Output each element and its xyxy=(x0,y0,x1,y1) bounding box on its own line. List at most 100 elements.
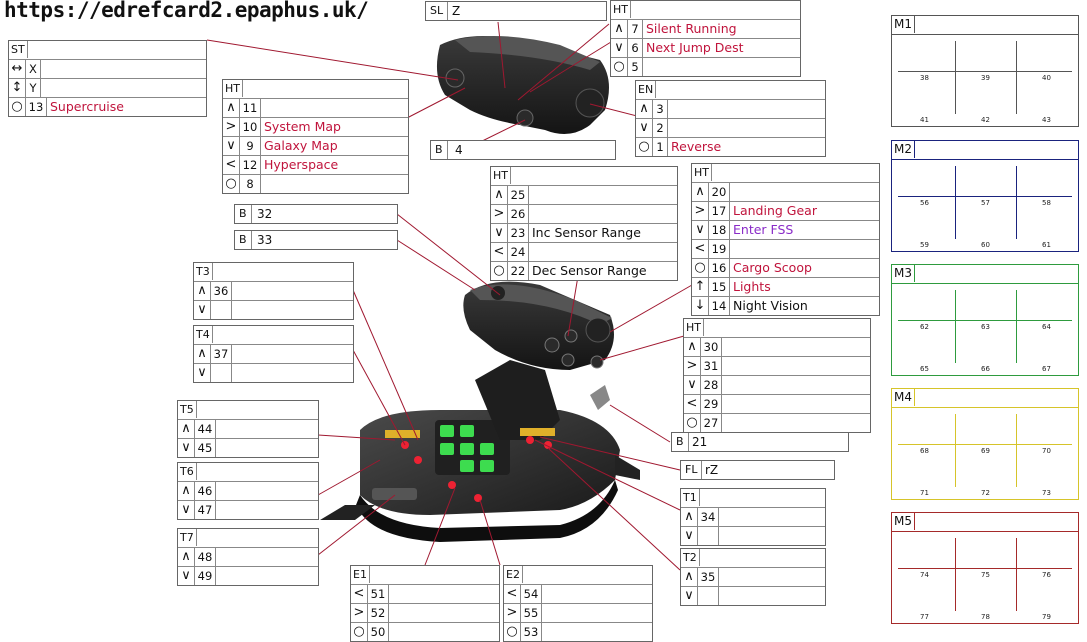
binding-number: 12 xyxy=(240,156,261,174)
binding-row: <29 xyxy=(684,395,870,414)
binding-number: 55 xyxy=(521,604,542,622)
site-url[interactable]: https://edrefcard2.epaphus.uk/ xyxy=(4,0,369,22)
binding-row: ∧35 xyxy=(681,568,825,587)
box-b33: B 33 xyxy=(234,230,398,250)
hat-right-icon: > xyxy=(684,357,701,375)
hat-down-icon: ∨ xyxy=(684,376,701,394)
mode-number: 56 xyxy=(920,199,929,207)
binding-row: >26 xyxy=(491,205,677,224)
binding-number xyxy=(698,527,719,545)
box-title: T4 xyxy=(194,326,213,343)
toggle-up-icon: ∧ xyxy=(194,345,211,363)
mode-title: M1 xyxy=(892,16,915,33)
hat-down-icon: ∨ xyxy=(491,224,508,242)
mode-number: 70 xyxy=(1042,447,1051,455)
box-title: SL xyxy=(426,2,449,20)
encoder-down-icon: ∨ xyxy=(636,119,653,137)
toggle-down-icon: ∨ xyxy=(681,587,698,605)
binding-number: 20 xyxy=(709,183,730,201)
hat-right-icon: > xyxy=(491,205,508,223)
binding-number: 1 xyxy=(653,138,668,156)
mode-number: 68 xyxy=(920,447,929,455)
binding-number: 52 xyxy=(368,604,389,622)
binding-number: 25 xyxy=(508,186,529,204)
mode-title: M3 xyxy=(892,265,915,282)
mode-hline xyxy=(898,568,1072,569)
hat-left-icon: < xyxy=(684,395,701,413)
binding-row: ∧44 xyxy=(178,420,318,439)
binding-number: 28 xyxy=(701,376,722,394)
binding-number: 15 xyxy=(709,278,730,296)
binding-number: rZ xyxy=(705,463,719,477)
binding-number: 34 xyxy=(698,508,719,526)
box-title: HT xyxy=(491,167,511,184)
binding-row: ∨49 xyxy=(178,567,318,585)
box-t1: T1 ∧34 ∨ xyxy=(680,488,826,546)
encoder-up-icon: ∧ xyxy=(636,100,653,118)
box-title: T3 xyxy=(194,263,213,280)
binding-number: 27 xyxy=(701,414,722,432)
binding-label: Cargo Scoop xyxy=(733,260,812,275)
toggle-up-icon: ∧ xyxy=(681,568,698,586)
box-t3: T3 ∧36 ∨ xyxy=(193,262,354,320)
box-title: ST xyxy=(9,41,28,58)
binding-number: 14 xyxy=(709,297,730,315)
binding-number: 31 xyxy=(701,357,722,375)
mode-number: 76 xyxy=(1042,571,1051,579)
binding-number: 23 xyxy=(508,224,529,242)
binding-number: 47 xyxy=(195,501,216,519)
binding-number: 11 xyxy=(240,99,261,117)
axis-horizontal-icon: ↔ xyxy=(9,60,26,78)
binding-row: ○50 xyxy=(351,623,499,641)
binding-number: 30 xyxy=(701,338,722,356)
binding-number: 36 xyxy=(211,282,232,300)
binding-number: 6 xyxy=(628,39,643,57)
encoder-right-icon: > xyxy=(504,604,521,622)
box-title: HT xyxy=(611,1,631,18)
mode-vline xyxy=(1016,290,1017,363)
binding-number: 54 xyxy=(521,585,542,603)
binding-row: >31 xyxy=(684,357,870,376)
press-icon: ○ xyxy=(504,623,521,641)
mode-vline xyxy=(955,414,956,487)
binding-label: Landing Gear xyxy=(733,203,817,218)
press-icon: ○ xyxy=(636,138,653,156)
binding-row: >55 xyxy=(504,604,652,623)
toggle-up-icon: ∧ xyxy=(178,420,195,438)
mode-number: 78 xyxy=(981,613,990,621)
binding-row: ○27 xyxy=(684,414,870,432)
axis-vertical-icon: ↕ xyxy=(9,79,26,97)
binding-number: 13 xyxy=(26,98,47,116)
binding-number: 10 xyxy=(240,118,261,136)
binding-row: ∨ xyxy=(681,587,825,605)
mode-number: 41 xyxy=(920,116,929,124)
mode-number: 63 xyxy=(981,323,990,331)
binding-row: ∧34 xyxy=(681,508,825,527)
box-title: T1 xyxy=(681,489,700,506)
binding-row: <19 xyxy=(692,240,879,259)
binding-row: ○53 xyxy=(504,623,652,641)
mode-number: 64 xyxy=(1042,323,1051,331)
mode-number: 43 xyxy=(1042,116,1051,124)
box-ht-lower: HT ∧30 >31 ∨28 <29 ○27 xyxy=(683,318,871,433)
binding-number: 2 xyxy=(653,119,668,137)
mode-hline xyxy=(898,444,1072,445)
mode-box-m3: M3 62 63 64 65 66 67 xyxy=(891,264,1079,376)
binding-row: ∨ xyxy=(194,301,353,319)
binding-number: 26 xyxy=(508,205,529,223)
mode-number: 72 xyxy=(981,489,990,497)
binding-number: 18 xyxy=(709,221,730,239)
box-b21: B 21 xyxy=(671,432,849,452)
hat-up-icon: ∧ xyxy=(223,99,240,117)
binding-number: 45 xyxy=(195,439,216,457)
binding-number: 16 xyxy=(709,259,730,277)
press-icon: ○ xyxy=(9,98,26,116)
hat-left-icon: < xyxy=(223,156,240,174)
